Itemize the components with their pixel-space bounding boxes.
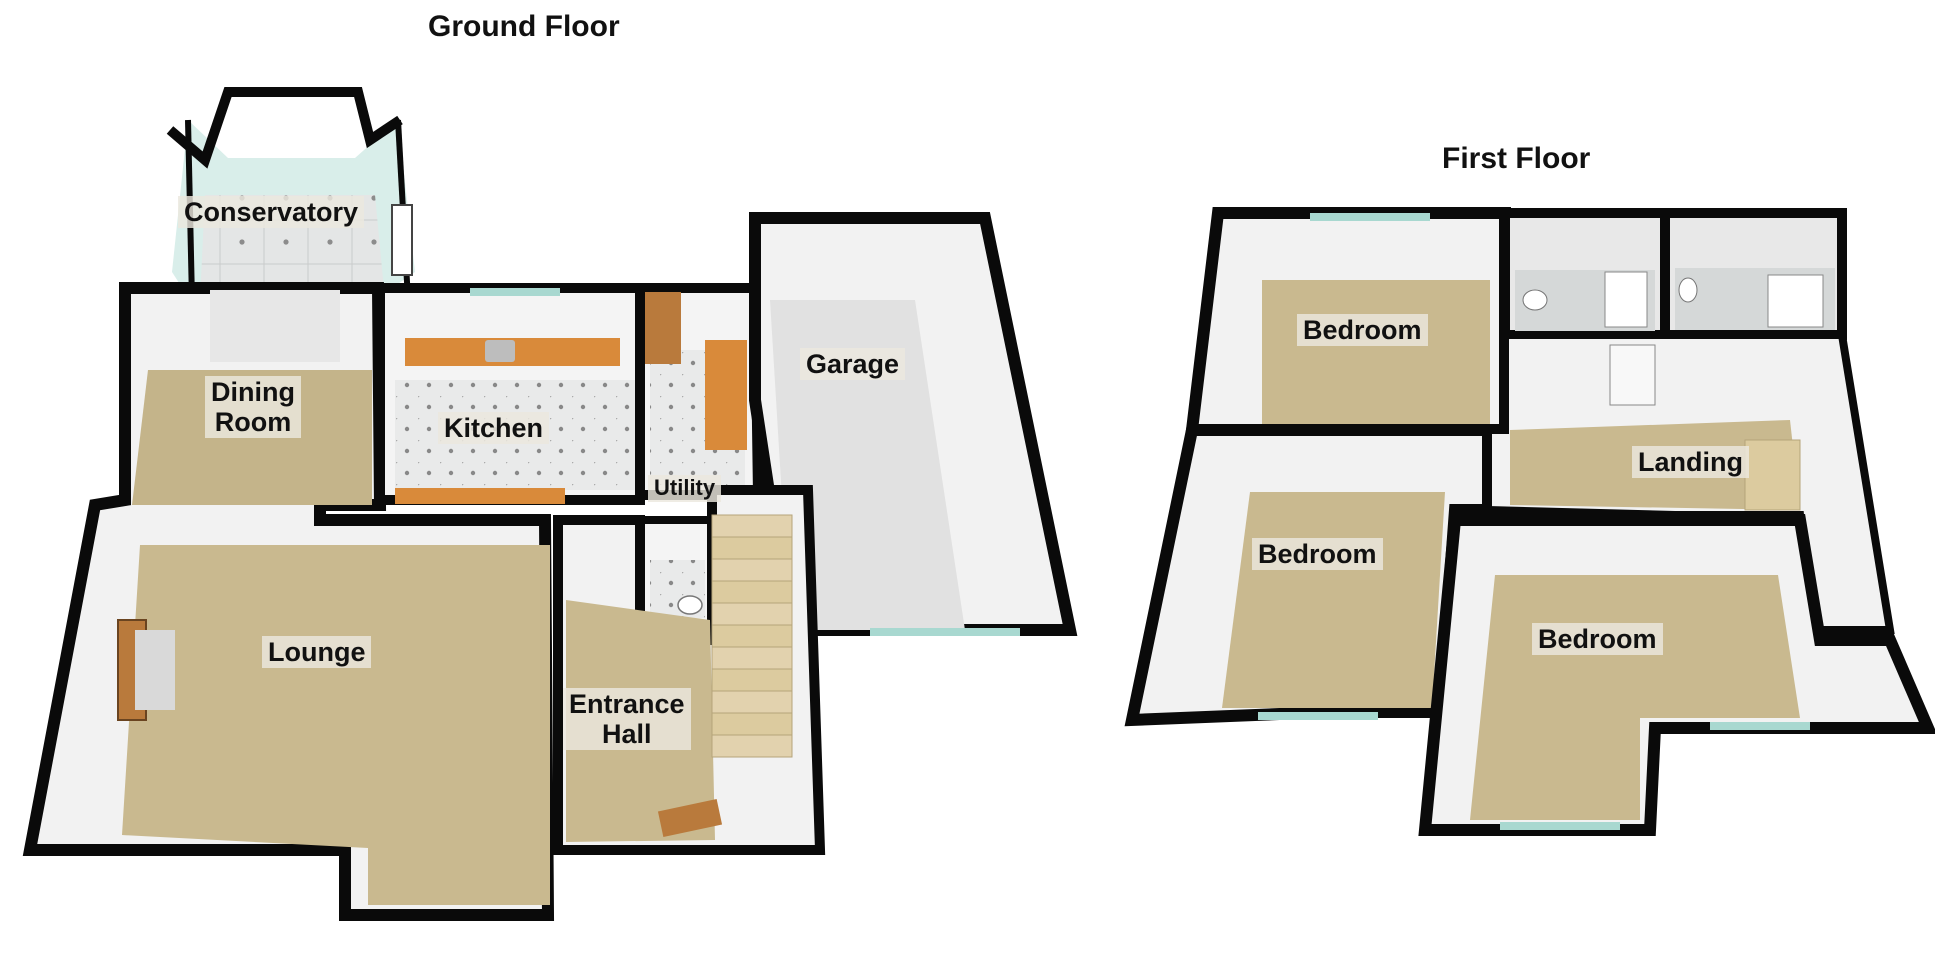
conservatory-label: Conservatory (178, 196, 365, 229)
kitchen-label: Kitchen (438, 412, 550, 445)
landing-area (1484, 331, 1895, 634)
kitchen-room (375, 283, 645, 505)
bedroom-1-label: Bedroom (1297, 314, 1428, 347)
front-door (657, 799, 723, 837)
garage-room (749, 212, 1078, 636)
kitchen-worktop-bottom (395, 488, 565, 504)
conservatory-door (391, 204, 413, 276)
lounge-label: Lounge (262, 636, 372, 669)
ground-floor-title: Ground Floor (428, 10, 620, 43)
utility-label: Utility (648, 475, 722, 502)
utility-door-external (645, 292, 681, 364)
bedroom-3-label: Bedroom (1532, 623, 1663, 656)
entrance-hall-label: Entrance Hall (563, 688, 691, 751)
bedroom-2-label: Bedroom (1252, 538, 1383, 571)
garage-label: Garage (800, 348, 906, 381)
utility-worktop (705, 340, 747, 450)
staircase (711, 514, 793, 758)
wc-room (636, 516, 716, 629)
landing-label: Landing (1632, 446, 1749, 479)
entrance-hall (553, 485, 826, 855)
dining-room-label: Dining Room (205, 376, 301, 439)
bathroom-room (1500, 208, 1670, 340)
utility-room (635, 283, 764, 500)
dining-lounge (22, 282, 555, 921)
first-floor-plan (1124, 207, 1935, 836)
ground-floor-plan (22, 87, 1078, 921)
first-floor-title: First Floor (1442, 142, 1591, 175)
ensuite-room (1660, 208, 1847, 340)
